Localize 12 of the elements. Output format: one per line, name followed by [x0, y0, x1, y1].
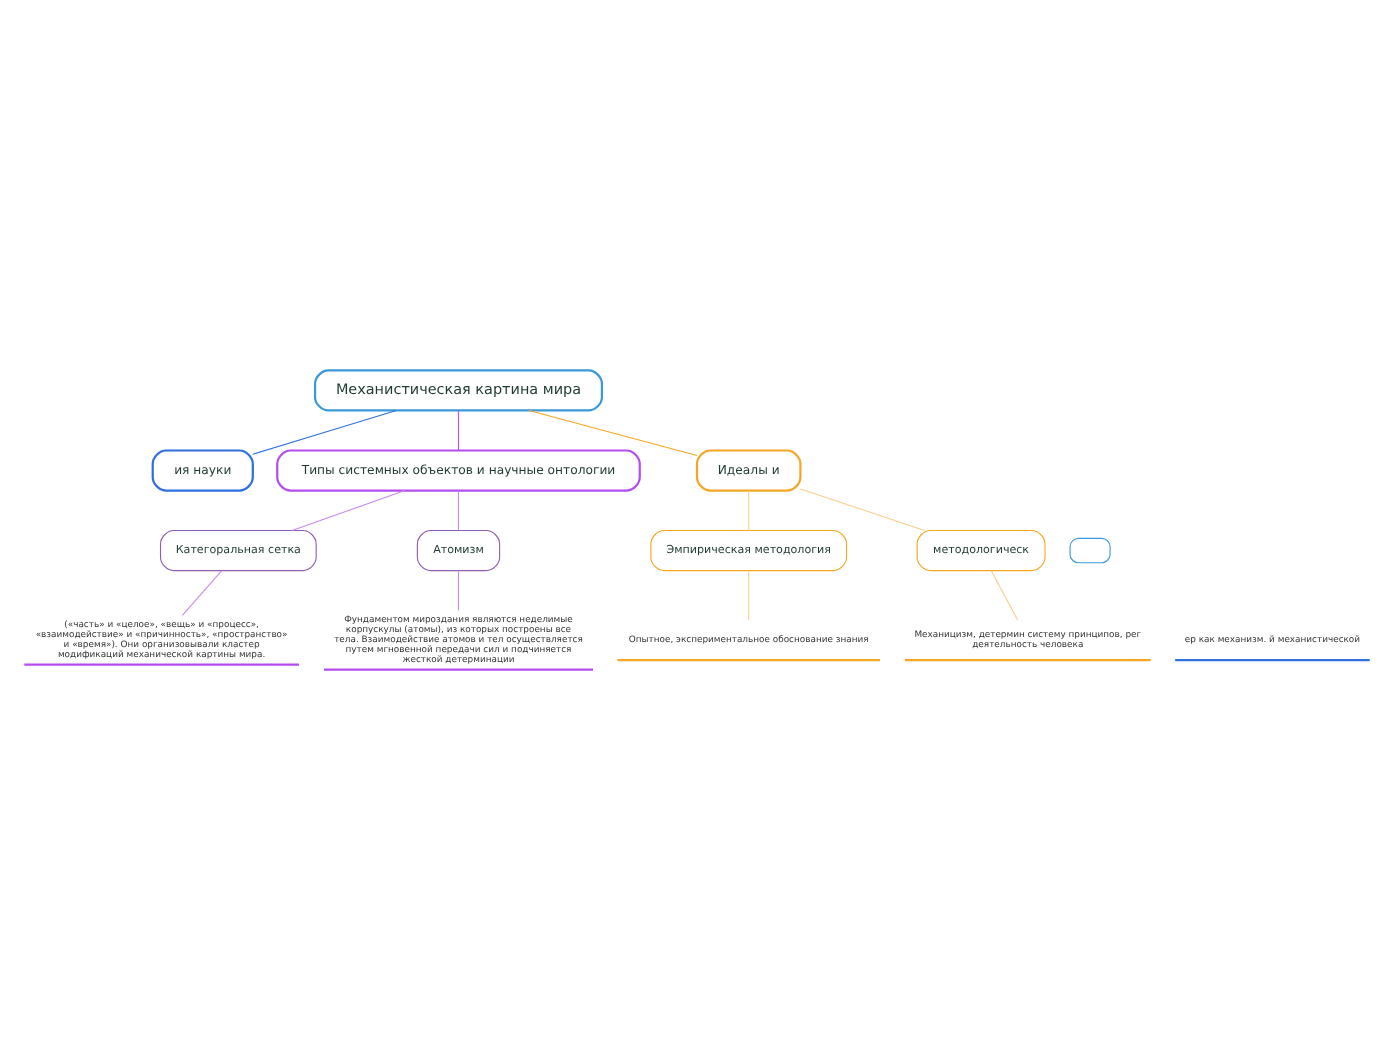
connector	[291, 490, 406, 531]
connector	[457, 490, 460, 531]
connector	[990, 570, 1019, 621]
connector	[528, 409, 698, 457]
connector	[800, 488, 926, 532]
connector	[457, 570, 460, 611]
connector	[748, 490, 750, 531]
node-box	[1069, 537, 1111, 564]
connector	[748, 570, 750, 621]
connector	[457, 410, 460, 451]
connector	[181, 570, 223, 616]
connector	[252, 409, 397, 455]
